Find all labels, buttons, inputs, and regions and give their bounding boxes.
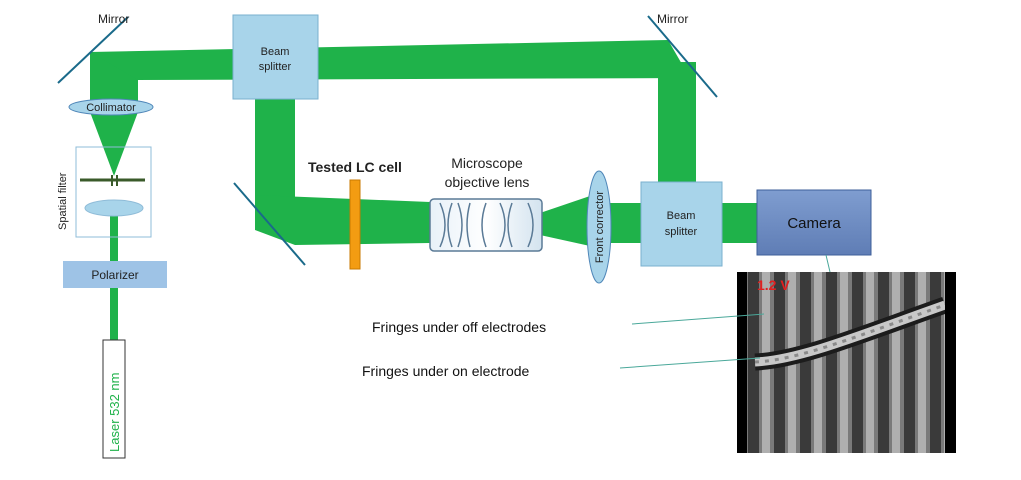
- fringe-dark-band: [826, 272, 837, 453]
- fringe-dark-band: [930, 272, 941, 453]
- beam-right-vertical: [658, 62, 696, 192]
- collimating-cone: [90, 112, 138, 176]
- tested-lc-cell-label: Tested LC cell: [308, 159, 402, 175]
- collimator: Collimator: [68, 98, 154, 116]
- camera-label: Camera: [787, 215, 841, 232]
- beam-splitter-right-label-2: splitter: [665, 226, 698, 238]
- beam-converging: [540, 196, 590, 246]
- mirror-bottom-left: [233, 182, 306, 266]
- laser: Laser 532 nm: [102, 339, 126, 459]
- fringe-dark-band: [800, 272, 811, 453]
- tested-lc-cell: Tested LC cell: [308, 159, 402, 270]
- fringes-on-pointer: [619, 357, 761, 369]
- beam-splitter-right: Beam splitter: [640, 181, 723, 267]
- fringes-off-pointer: [631, 313, 765, 325]
- fringe-dark-band: [878, 272, 889, 453]
- camera: Camera: [756, 189, 872, 256]
- laser-label: Laser 532 nm: [107, 373, 122, 453]
- fringe-dark-band: [748, 272, 759, 453]
- spatial-filter: Spatial filter: [57, 146, 152, 238]
- polarizer: Polarizer: [63, 261, 167, 288]
- front-corrector: Front corrector: [586, 170, 612, 284]
- fringe-light-band: [892, 272, 900, 453]
- mirror-right-label: Mirror: [657, 12, 688, 26]
- microscope-objective-label-2: objective lens: [445, 174, 530, 190]
- fringe-light-band: [814, 272, 822, 453]
- fringe-light-band: [970, 272, 978, 453]
- front-corrector-label: Front corrector: [594, 191, 606, 263]
- beam-inner-vertical: [255, 98, 295, 213]
- fringe-image: 1.2 V: [737, 272, 978, 453]
- spatial-filter-label: Spatial filter: [57, 172, 69, 230]
- fringes-on-label: Fringes under on electrode: [362, 363, 530, 379]
- collimator-label: Collimator: [86, 102, 136, 114]
- beam-splitter-top-label-1: Beam: [261, 46, 290, 58]
- beam-splitter-top: Beam splitter: [232, 14, 319, 100]
- fringe-light-band: [918, 272, 926, 453]
- beam-bottom-horizontal: [255, 195, 430, 245]
- microscope-objective: Microscope objective lens: [429, 155, 543, 252]
- beam-splitter-right-label-1: Beam: [667, 210, 696, 222]
- beam-top-horizontal: [90, 40, 690, 80]
- fringe-light-band: [840, 272, 848, 453]
- voltage-label: 1.2 V: [757, 277, 790, 293]
- fringe-dark-band: [852, 272, 863, 453]
- fringes-off-label: Fringes under off electrodes: [372, 319, 546, 335]
- fringe-light-band: [866, 272, 874, 453]
- mirror-right: [647, 15, 718, 98]
- mirror-left-label: Mirror: [98, 12, 129, 26]
- mirror-left: [57, 16, 129, 84]
- fringe-dark-band: [904, 272, 915, 453]
- beam-to-camera: [720, 203, 760, 243]
- camera-pointer: [825, 254, 831, 273]
- microscope-objective-label-1: Microscope: [451, 155, 523, 171]
- polarizer-label: Polarizer: [91, 268, 138, 282]
- beam-splitter-top-label-2: splitter: [259, 61, 292, 73]
- fringe-dark-band: [956, 272, 967, 453]
